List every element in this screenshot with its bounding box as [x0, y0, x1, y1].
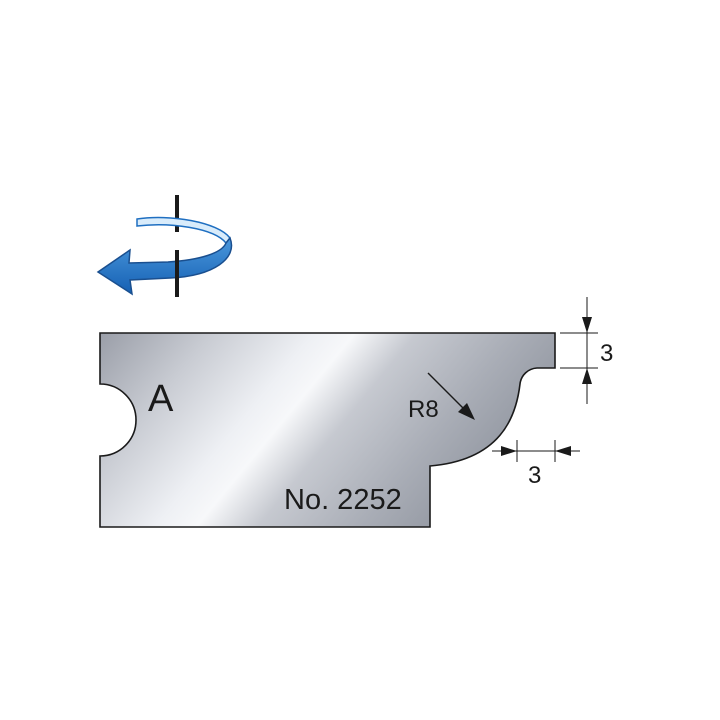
- model-number-label: No. 2252: [284, 484, 402, 516]
- radius-arrow-icon: [427, 372, 475, 420]
- arrowhead-right-icon: [501, 446, 517, 456]
- step-width-dimension: [492, 440, 580, 462]
- arrowhead-down-icon: [582, 317, 592, 333]
- arrowhead-up-icon: [582, 368, 592, 384]
- step-height-dimension: [560, 297, 598, 404]
- knife-blade: [99, 332, 556, 528]
- arrowhead-left-icon: [555, 446, 571, 456]
- rotation-ribbon-back: [136, 216, 231, 245]
- step-width-label: 3: [528, 462, 541, 489]
- side-letter-label: A: [148, 378, 174, 420]
- step-height-label: 3: [600, 340, 613, 367]
- rotation-ribbon-front: [96, 236, 233, 296]
- rotation-direction-arrow-icon: [96, 195, 233, 297]
- radius-label: R8: [408, 396, 439, 423]
